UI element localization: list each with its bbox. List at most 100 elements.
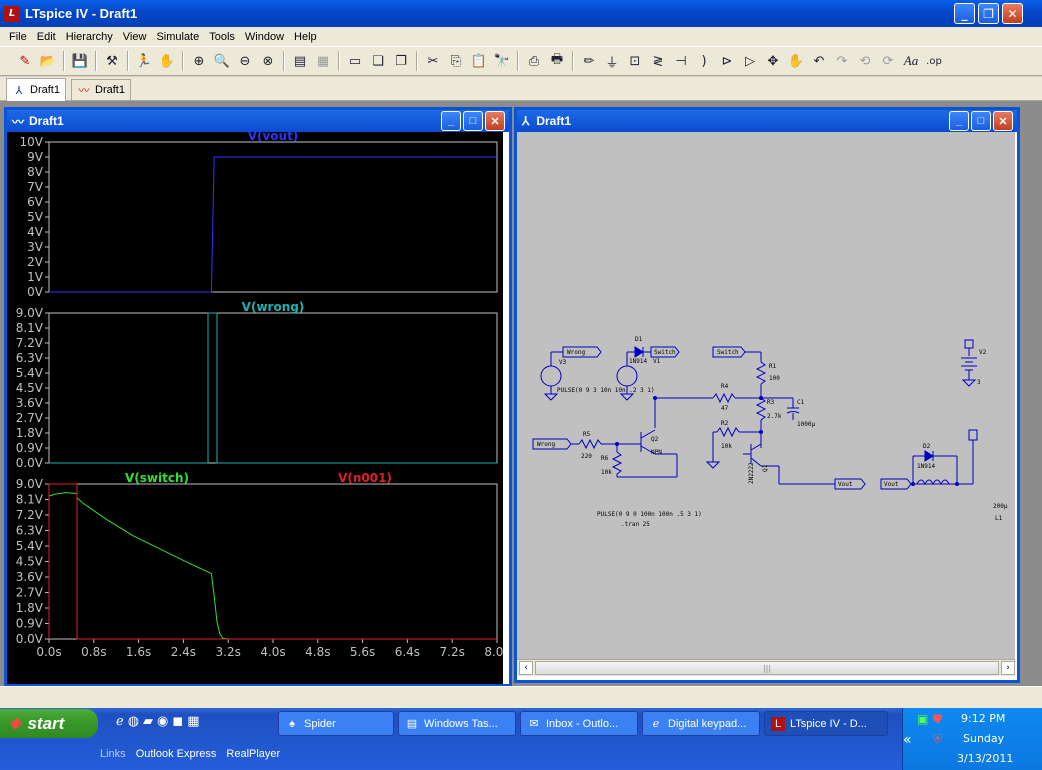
media-icon[interactable]: ◉: [157, 714, 169, 729]
ground-icon[interactable]: ⏚: [605, 55, 619, 71]
halt-icon[interactable]: ✋: [158, 53, 176, 69]
paint-icon[interactable]: ▦: [187, 714, 200, 729]
cut-icon[interactable]: ✂: [427, 53, 439, 69]
shield-icon[interactable]: ⛨: [933, 732, 943, 746]
close-button[interactable]: ✕: [1002, 3, 1023, 24]
outlook-express-link[interactable]: Outlook Express: [135, 748, 217, 760]
cascade-icon[interactable]: ❏: [372, 53, 384, 69]
minimize-button[interactable]: _: [954, 3, 975, 24]
menu-help[interactable]: Help: [294, 30, 317, 43]
security-icon[interactable]: ⛊: [933, 712, 943, 726]
schematic-close-button[interactable]: ✕: [993, 111, 1013, 131]
realplayer-link[interactable]: RealPlayer: [226, 748, 281, 760]
y-tick-label: 9.0V: [16, 477, 44, 491]
label-v3: V3: [559, 359, 567, 366]
diode-icon[interactable]: ⊳: [721, 53, 733, 69]
control-panel-icon[interactable]: ⚒: [106, 53, 118, 69]
menu-hierarchy[interactable]: Hierarchy: [65, 30, 113, 43]
copy-icon[interactable]: ⎘: [450, 53, 462, 69]
print-icon[interactable]: 🖶: [550, 52, 564, 67]
folder-icon[interactable]: ▰: [143, 714, 154, 729]
ie-icon[interactable]: ◍: [127, 714, 140, 729]
rotate-icon[interactable]: ⟲: [859, 53, 871, 69]
menu-view[interactable]: View: [122, 30, 147, 43]
label-q1: Q1: [762, 464, 769, 472]
y-tick-label: 9V: [27, 150, 44, 164]
undo-icon[interactable]: ↶: [813, 53, 825, 69]
draw-wire-icon[interactable]: ✏: [583, 53, 595, 69]
links-label[interactable]: Links: [100, 748, 126, 760]
menu-simulate[interactable]: Simulate: [156, 30, 200, 43]
task-inbox-outlook[interactable]: ✉ Inbox - Outlo...: [520, 711, 638, 736]
scroll-thumb[interactable]: |||: [535, 661, 999, 675]
tab-schematic[interactable]: ⅄ Draft1: [6, 78, 66, 101]
task-windows-task-manager[interactable]: ▤ Windows Tas...: [398, 711, 516, 736]
schematic-window-title: Draft1: [536, 114, 572, 128]
inductor-icon[interactable]: ): [701, 53, 707, 69]
label-switch-2: Switch: [717, 349, 739, 356]
spider-icon: ♠: [289, 717, 295, 730]
text-icon[interactable]: Aa: [903, 53, 919, 68]
tile-horizontal-icon[interactable]: ▭: [348, 53, 362, 69]
menu-file[interactable]: File: [9, 30, 27, 43]
pan-icon[interactable]: 🔍: [213, 53, 231, 69]
new-schematic-icon[interactable]: ✎: [19, 53, 31, 69]
tab-waveform[interactable]: 〰 Draft1: [71, 79, 131, 100]
task-ltspice[interactable]: L LTspice IV - D...: [764, 711, 888, 736]
app-icon[interactable]: ◼: [172, 714, 184, 729]
capacitor-icon[interactable]: ⊣: [675, 53, 687, 69]
restore-button[interactable]: ❐: [978, 3, 999, 24]
tile-vertical-icon[interactable]: ❐: [395, 53, 407, 69]
net-label-wrong-2: [532, 438, 572, 450]
ie-icon[interactable]: ℯ: [116, 714, 124, 729]
drag-icon[interactable]: ✋: [787, 53, 805, 69]
tab-label: Draft1: [30, 84, 60, 96]
mirror-icon[interactable]: ⟳: [882, 53, 894, 69]
zoom-in-icon[interactable]: ⊕: [193, 53, 205, 69]
start-button[interactable]: ❖ start: [0, 709, 98, 738]
outlook-icon: ✉: [529, 718, 539, 730]
waveform-close-button[interactable]: ✕: [485, 111, 505, 131]
menu-tools[interactable]: Tools: [209, 30, 235, 43]
task-spider[interactable]: ♠ Spider: [278, 711, 394, 736]
print-preview-icon[interactable]: ⎙: [528, 53, 540, 69]
clock-time[interactable]: 9:12 PM: [961, 712, 1006, 725]
menu-edit[interactable]: Edit: [36, 30, 56, 43]
find-icon[interactable]: 🔭: [493, 53, 511, 69]
paste-icon[interactable]: 📋: [470, 53, 488, 69]
waveform-maximize-button[interactable]: □: [463, 111, 483, 131]
app-title-bar: L LTspice IV - Draft1 _ ❐ ✕: [0, 0, 1042, 27]
schematic-drawing: Wrong V3 D1 1N914 V1 Switch Switch R1 10…: [532, 336, 1008, 528]
label-net-icon[interactable]: ⊡: [629, 53, 641, 69]
chevron-left-icon[interactable]: «: [903, 732, 912, 748]
grid-icon[interactable]: ▦: [316, 53, 330, 69]
task-digital-keypad[interactable]: ℯ Digital keypad...: [642, 711, 760, 736]
menu-window[interactable]: Window: [244, 30, 285, 43]
schematic-horizontal-scrollbar[interactable]: ‹ ||| ›: [517, 659, 1015, 676]
resistor-icon[interactable]: ≷: [652, 53, 664, 69]
move-icon[interactable]: ✥: [767, 53, 779, 69]
spice-directive-icon[interactable]: .op: [926, 55, 942, 67]
label-q1-model: 2N2222: [748, 462, 755, 484]
open-folder-icon[interactable]: 📂: [39, 53, 57, 69]
component-icon[interactable]: ▷: [745, 53, 755, 69]
schematic-minimize-button[interactable]: _: [949, 111, 969, 131]
resistor-r6: [611, 451, 623, 475]
scroll-left-button[interactable]: ‹: [519, 661, 533, 675]
waveform-minimize-button[interactable]: _: [441, 111, 461, 131]
zoom-fit-icon[interactable]: ⊗: [262, 53, 274, 69]
schematic-maximize-button[interactable]: □: [971, 111, 991, 131]
toolbar-separator: [182, 51, 184, 71]
zoom-out-icon[interactable]: ⊖: [239, 53, 251, 69]
save-icon[interactable]: 💾: [71, 53, 89, 69]
network-icon[interactable]: ▣: [917, 712, 929, 726]
run-icon[interactable]: 🏃: [135, 53, 153, 69]
autorange-icon[interactable]: ▤: [293, 53, 307, 69]
scroll-right-button[interactable]: ›: [1001, 661, 1015, 675]
redo-icon[interactable]: ↷: [836, 53, 848, 69]
y-tick-label: 0V: [27, 285, 44, 299]
task-label: LTspice IV - D...: [790, 717, 867, 730]
schematic-canvas[interactable]: Wrong V3 D1 1N914 V1 Switch Switch R1 10…: [517, 132, 1015, 659]
